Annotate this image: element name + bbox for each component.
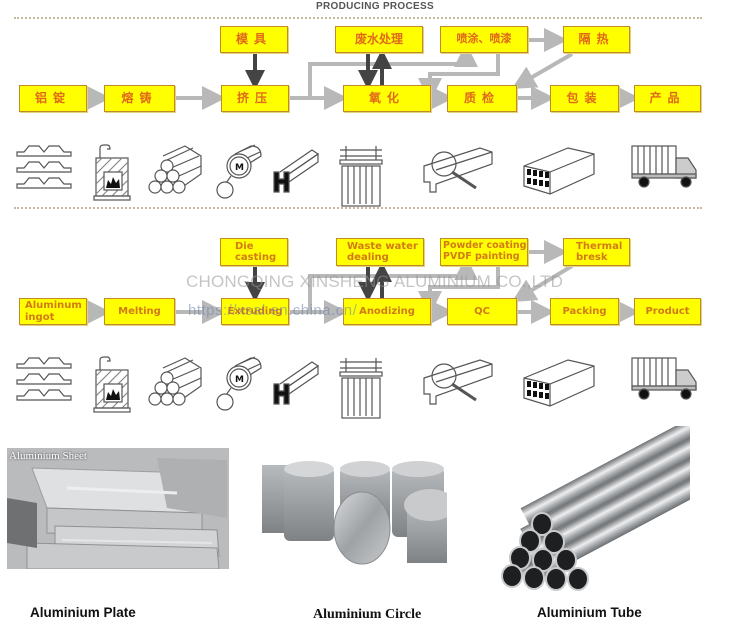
packed-profiles-icon: [520, 356, 596, 414]
arrow-thermal-qc: [511, 52, 574, 90]
step-ingot: 铝锭: [19, 85, 87, 112]
ingot-stack-icon: [14, 144, 74, 198]
flow-arrows-english: [87, 240, 640, 324]
step-qc: 质检: [447, 85, 517, 112]
step-anodizing: 氧化: [343, 85, 431, 112]
step-coating: Powder coating PVDF painting: [440, 238, 528, 266]
watermark-url: https://xsal.en.china.cn/: [188, 302, 358, 319]
tube-bundle-illustration: [501, 426, 690, 591]
svg-text:M: M: [235, 375, 244, 385]
step-wastewater: 废水处理: [335, 26, 423, 53]
inspection-icon: [420, 144, 496, 202]
billet-pile-icon: [145, 144, 205, 198]
furnace-icon: [92, 144, 132, 206]
anodizing-tank-icon: [338, 356, 384, 424]
step-anodizing: Anodizing: [343, 298, 431, 325]
step-die: 模具: [220, 26, 288, 53]
step-ingot: Aluminum ingot: [19, 298, 87, 325]
extrusion-die-icon: M: [215, 144, 265, 206]
step-thermal: Thermal bresk: [563, 238, 630, 266]
plate-stack-illustration: [7, 448, 229, 569]
aluminium-circle-photo: [262, 453, 447, 568]
arrow-coating-qc: [418, 53, 500, 102]
divider-middle: [14, 207, 702, 209]
h-profile-icon: [270, 356, 320, 410]
process-icons-row-2: M: [0, 352, 750, 422]
step-coating: 喷涂、喷漆: [440, 26, 528, 53]
step-product: Product: [634, 298, 701, 325]
plate-photo-label: Aluminium Sheet: [9, 450, 87, 462]
aluminium-tube-photo: [490, 426, 690, 596]
step-product: 产品: [634, 85, 701, 112]
step-extruding: Extruding: [221, 298, 289, 325]
packed-profiles-icon: [520, 144, 596, 202]
step-thermal: 隔热: [563, 26, 630, 53]
inspection-icon: [420, 356, 496, 414]
step-packing: Packing: [550, 298, 619, 325]
step-qc: QC: [447, 298, 517, 325]
billet-pile-icon: [145, 356, 205, 410]
svg-text:M: M: [235, 163, 244, 173]
step-packing: 包装: [550, 85, 619, 112]
extrusion-die-icon: M: [215, 356, 265, 418]
aluminium-plate-photo: Aluminium Sheet: [7, 448, 229, 569]
flow-arrows-chinese: [87, 28, 640, 110]
furnace-icon: [92, 356, 132, 418]
step-wastewater: Waste water dealing: [336, 238, 424, 266]
watermark-company: CHONGQING XINSHENG ALUMINIUM CO.,LTD: [186, 272, 564, 291]
step-die: Die casting: [220, 238, 288, 266]
ingot-stack-icon: [14, 356, 74, 410]
process-flow-english: Aluminum ingot Melting Die casting Extru…: [19, 238, 701, 325]
anodizing-tank-icon: [338, 144, 384, 212]
process-icons-row-1: M: [0, 140, 750, 210]
delivery-truck-icon: [630, 356, 700, 406]
step-extruding: 挤压: [221, 85, 289, 112]
page-title: PRODUCING PROCESS: [316, 1, 434, 12]
arrow-coating-qc: [418, 266, 500, 315]
delivery-truck-icon: [630, 144, 700, 194]
caption-circle: Aluminium Circle: [313, 607, 422, 622]
step-melting: 熔铸: [104, 85, 175, 112]
arrow-thermal-qc: [511, 264, 574, 303]
h-profile-icon: [270, 144, 320, 198]
step-melting: Melting: [104, 298, 175, 325]
divider-top: [14, 17, 702, 19]
circle-stack-illustration: [262, 461, 447, 565]
caption-tube: Aluminium Tube: [537, 605, 642, 620]
process-flow-chinese: 铝锭 熔铸 模具 挤压 废水处理 氧化 喷涂、喷漆 隔热 质检 包装 产品: [0, 0, 750, 125]
caption-plate: Aluminium Plate: [30, 605, 136, 620]
